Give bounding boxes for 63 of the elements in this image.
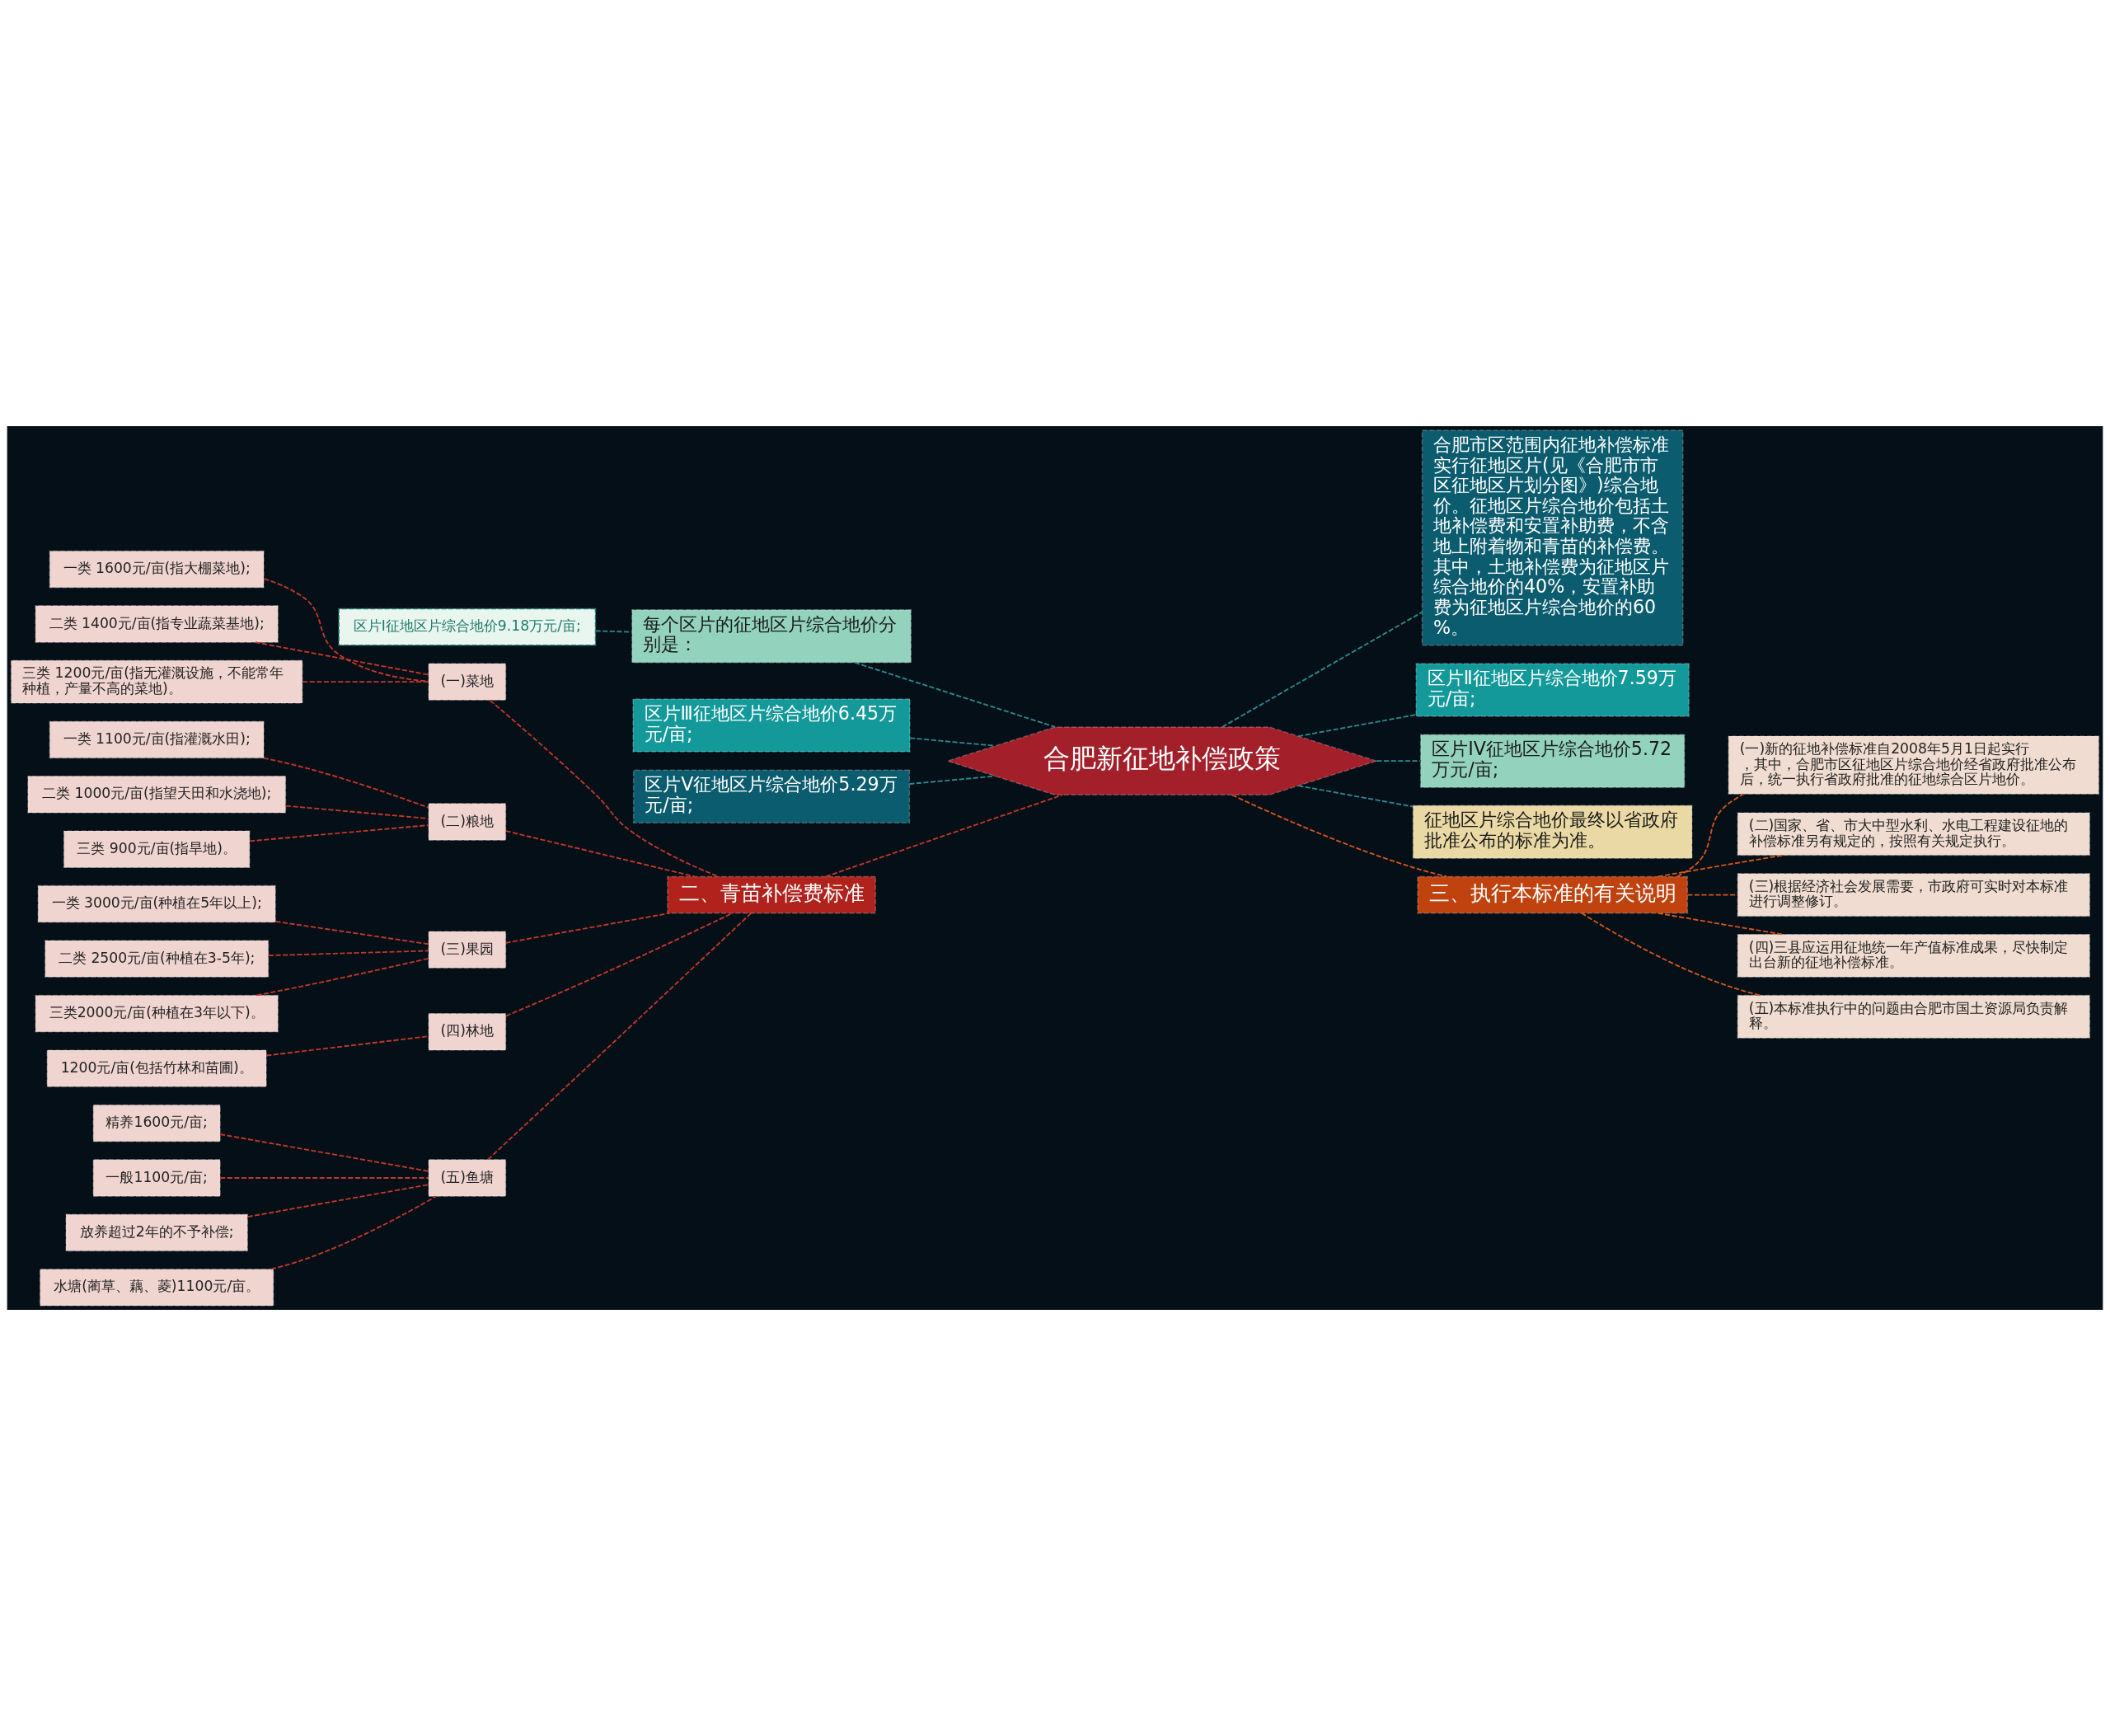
connector: [854, 661, 1056, 728]
connector: [1297, 714, 1417, 738]
node-box: 三、执行本标准的有关说明: [1417, 875, 1689, 914]
node-box: 水塘(蔺草、藕、菱)1100元/亩。: [39, 1269, 274, 1307]
connector: [504, 912, 734, 1017]
node-box: 精养1600元/亩;: [92, 1104, 221, 1142]
node-box: 三类2000元/亩(种植在3年以下)。: [35, 994, 279, 1033]
node-box: (一)菜地: [428, 663, 507, 701]
node-box: 区片Ⅱ征地区片综合地价7.59万元/亩;: [1415, 663, 1690, 717]
node-box: 三类 1200元/亩(指无灌溉设施，不能常年种植，产量不高的菜地)。: [10, 659, 303, 704]
node-box: (一)新的征地补偿标准自2008年5月1日起实行，其中，合肥市区征地区片综合地价经省政府批准公布后，统一执行省政府批准的征地综合区片地价。: [1728, 735, 2100, 795]
node-box: (四)三县应运用征地统一年产值标准成果，尽快制定出台新的征地补偿标准。: [1737, 933, 2091, 978]
connector: [254, 641, 429, 676]
connector: [1676, 793, 1745, 878]
node-box: 区片Ⅲ征地区片综合地价6.45万元/亩;: [632, 698, 911, 753]
connector: [246, 1184, 429, 1218]
node-box: 二类 1000元/亩(指望天田和水浇地);: [27, 775, 287, 814]
connector: [1231, 794, 1448, 878]
connector: [302, 681, 429, 683]
node-box: 1200元/亩(包括竹林和苗圃)。: [46, 1049, 267, 1087]
node-box: 放养超过2年的不予补偿;: [65, 1213, 249, 1252]
connector: [489, 699, 720, 878]
node-box: 一类 1600元/亩(指大棚菜地);: [49, 550, 265, 589]
connector: [265, 1035, 429, 1057]
node-box: 区片Ⅴ征地区片综合地价5.29万元/亩;: [632, 769, 911, 823]
connector: [249, 824, 429, 842]
connector: [824, 794, 1063, 878]
connector: [268, 950, 429, 957]
node-box: (四)林地: [428, 1012, 507, 1051]
connector: [219, 1177, 429, 1179]
connector: [504, 912, 671, 944]
node-box: 每个区片的征地区片综合地价分别是：: [631, 609, 912, 664]
node-box: (二)国家、省、市大中型水利、水电工程建设征地的补偿标准另有规定的，按照有关规定执行。: [1737, 812, 2091, 856]
connector: [1376, 760, 1422, 762]
node-box: 区片Ⅰ征地区片综合地价9.18万元/亩;: [338, 608, 597, 646]
node-box: 一类 3000元/亩(种植在5年以上);: [37, 884, 276, 923]
connector: [487, 912, 753, 1161]
connector: [219, 1133, 429, 1172]
node-box: (五)鱼塘: [428, 1159, 507, 1197]
connector: [270, 1195, 437, 1270]
node-box: (五)本标准执行中的问题由合肥市国土资源局负责解释。: [1737, 994, 2091, 1039]
node-box: (二)粮地: [428, 803, 507, 841]
node-box: 二类 1400元/亩(指专业蔬菜基地);: [35, 605, 279, 643]
node-box: 区片IV征地区片综合地价5.72万元/亩;: [1419, 734, 1686, 788]
node-box: 二、青苗补偿费标准: [667, 875, 876, 914]
node-box: 一般1100元/亩;: [92, 1159, 221, 1197]
connector: [284, 805, 429, 819]
connector: [256, 957, 429, 997]
node-box: 一类 1100元/亩(指灌溉水田);: [49, 720, 265, 759]
connector: [263, 578, 429, 683]
connector: [1581, 912, 1761, 997]
node-box: 二类 2500元/亩(种植在3-5年);: [45, 940, 270, 978]
connector: [908, 775, 996, 785]
node-box: 征地区片综合地价最终以省政府批准公布的标准为准。: [1412, 805, 1693, 860]
connector: [274, 920, 429, 945]
node-box: (三)根据经济社会发展需要，市政府可实时对本标准进行调整修订。: [1737, 873, 2091, 917]
node-box: 三类 900元/亩(指旱地)。: [63, 830, 251, 869]
node-box: (三)果园: [428, 931, 507, 969]
connector: [1221, 611, 1423, 728]
connector: [504, 830, 696, 878]
node-box: 合肥市区范围内征地补偿标准实行征地区片(见《合肥市市区征地区片划分图》)综合地价。征地区片综合地价包括土地补偿费和安置补助费，不含地上附着物和青苗的补偿费。其中，土地补偿费为征地区片综合地价的40%，安置补助费为征地区片综合地价的60%。: [1421, 429, 1684, 646]
connector: [262, 757, 429, 809]
connector: [1297, 785, 1414, 808]
